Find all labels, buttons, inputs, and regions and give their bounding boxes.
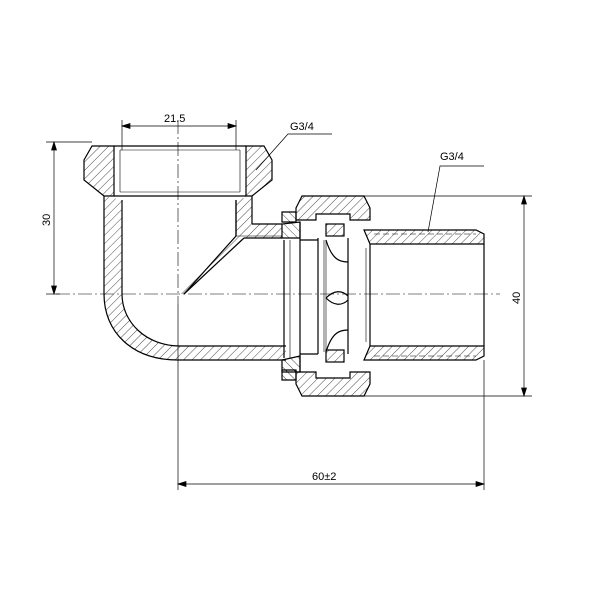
- male-nipple: [363, 229, 485, 361]
- top-nut: [83, 145, 273, 197]
- leader-thread-top: [255, 133, 332, 171]
- dimension-top-width-label: 21.5: [164, 113, 185, 125]
- thread-top-label: G3/4: [290, 121, 314, 133]
- dimension-left-height-label: 30: [41, 214, 53, 226]
- centre-lines: [56, 120, 500, 304]
- dimension-total-length-label: 60±2: [312, 471, 336, 483]
- dimension-right-height: [364, 194, 532, 398]
- leader-thread-right: [427, 165, 484, 233]
- union-nut: [281, 195, 371, 397]
- dimension-total-length: [176, 304, 486, 490]
- dimension-top-width: [120, 120, 238, 150]
- dimension-right-height-label: 40: [511, 292, 523, 304]
- thread-right-label: G3/4: [440, 151, 464, 163]
- dimension-left-height: [46, 140, 92, 296]
- elbow-body: [103, 196, 286, 361]
